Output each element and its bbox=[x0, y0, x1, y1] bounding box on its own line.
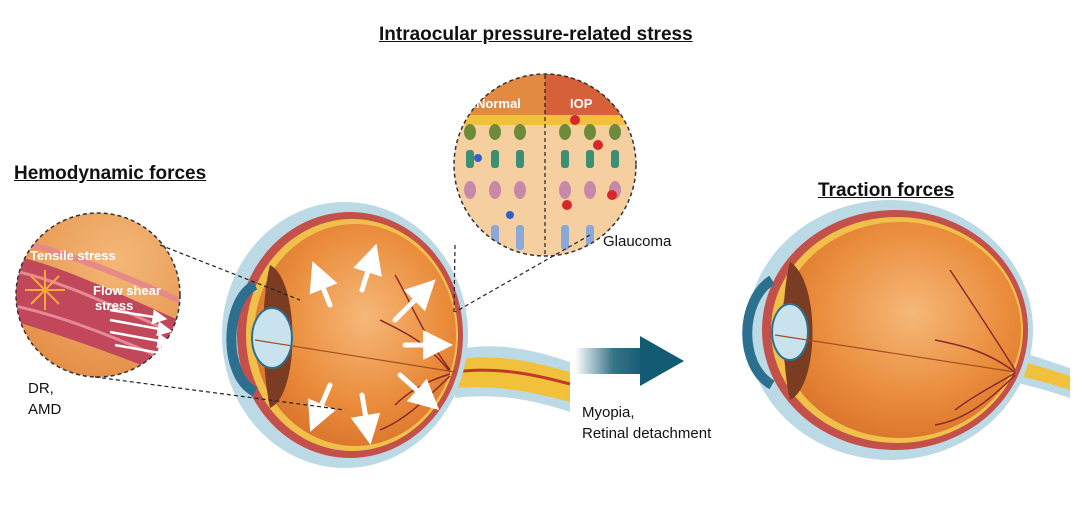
dr-caption: DR, bbox=[28, 380, 54, 397]
vitreous-right bbox=[779, 222, 1021, 438]
glaucoma-caption: Glaucoma bbox=[603, 233, 672, 250]
lens bbox=[251, 307, 293, 369]
pressure-arrows bbox=[308, 243, 453, 445]
flow-shear-label-2: stress bbox=[95, 298, 133, 313]
hemodynamic-heading: Hemodynamic forces bbox=[14, 163, 207, 184]
retinal-vessels-right bbox=[934, 269, 1016, 426]
optic-nerve bbox=[455, 357, 570, 402]
transition-arrow bbox=[575, 336, 684, 386]
amd-caption: AMD bbox=[28, 401, 62, 418]
traction-heading: Traction forces bbox=[818, 180, 955, 201]
myopia-caption: Myopia, bbox=[582, 404, 635, 421]
retinal-detachment-caption: Retinal detachment bbox=[582, 425, 712, 442]
tensile-stress-label: Tensile stress bbox=[30, 248, 116, 263]
iop-heading: Intraocular pressure-related stress bbox=[379, 24, 693, 45]
retinal-vessels bbox=[379, 274, 451, 431]
iop-zoom: Normal IOP bbox=[453, 73, 637, 257]
tensile-burst-icon bbox=[25, 270, 65, 310]
connector-lines bbox=[94, 234, 591, 411]
iop-label: IOP bbox=[570, 96, 593, 111]
flow-arrows bbox=[109, 308, 173, 361]
hemodynamic-zoom: Tensile stress Flow shear stress bbox=[15, 212, 181, 378]
flow-shear-label-1: Flow shear bbox=[93, 283, 161, 298]
normal-label: Normal bbox=[476, 96, 521, 111]
cornea bbox=[226, 280, 258, 397]
blood-vessel bbox=[16, 255, 180, 377]
right-eye bbox=[742, 200, 1070, 460]
